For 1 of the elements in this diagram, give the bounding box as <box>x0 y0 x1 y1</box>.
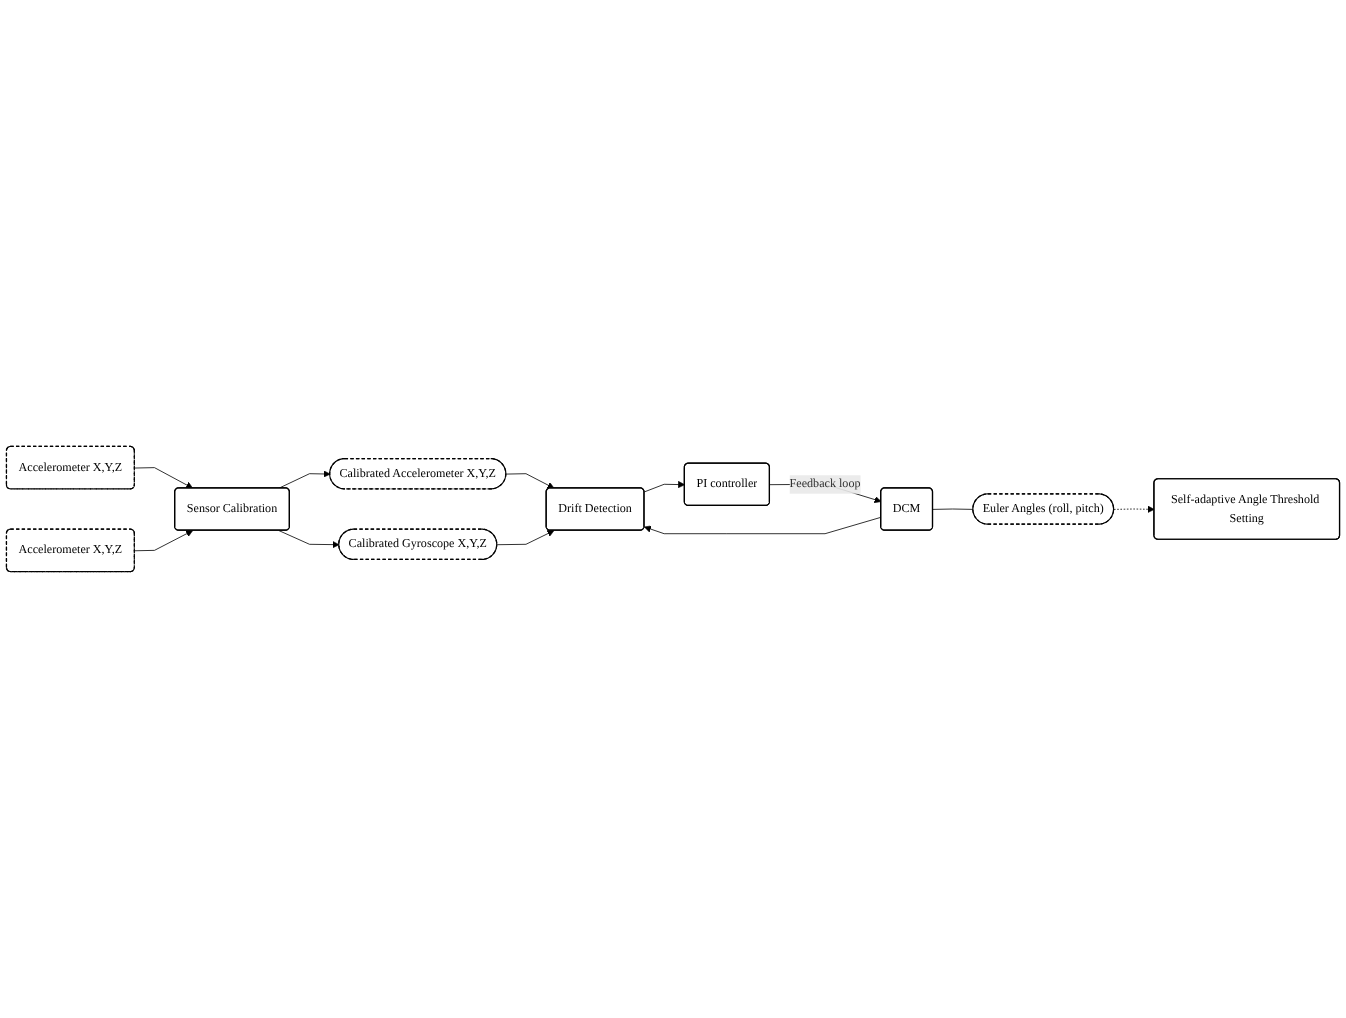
connector <box>932 508 974 510</box>
